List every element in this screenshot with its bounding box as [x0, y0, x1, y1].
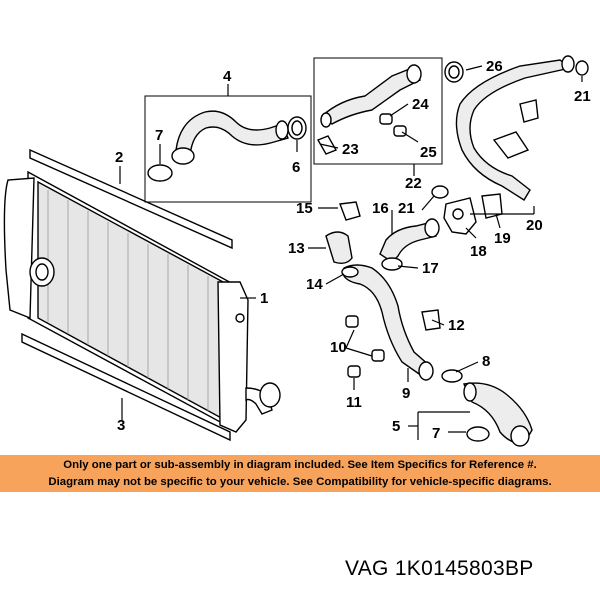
sensor-15	[339, 201, 361, 221]
callout-9: 9	[402, 385, 410, 402]
hose-kit-box-22	[313, 57, 443, 165]
leader-lines	[119, 65, 583, 440]
hose-20	[455, 55, 575, 201]
clamp-7-upper	[147, 164, 173, 182]
callout-3: 3	[117, 417, 125, 434]
callout-26: 26	[486, 58, 503, 75]
callout-10: 10	[330, 339, 347, 356]
grommet-10b	[371, 349, 385, 362]
callout-14: 14	[306, 276, 323, 293]
callout-20: 20	[526, 217, 543, 234]
callout-6: 6	[292, 159, 300, 176]
callout-17: 17	[422, 260, 439, 277]
pipe-4	[171, 110, 289, 165]
callout-7-lower: 7	[432, 425, 440, 442]
intercooler	[3, 170, 281, 433]
pipe-9	[343, 264, 434, 381]
grommet-24	[379, 113, 393, 125]
bracket-20a	[519, 99, 539, 123]
callout-16: 16	[372, 200, 389, 217]
callout-13: 13	[288, 240, 305, 257]
callout-21-top: 21	[574, 88, 591, 105]
hose-13	[325, 231, 353, 265]
sensor-12	[421, 309, 441, 331]
callout-19: 19	[494, 230, 511, 247]
grommet-10	[345, 315, 359, 328]
clamp-17	[381, 257, 403, 271]
grommet-11	[347, 365, 361, 378]
seal-strip-lower	[21, 332, 231, 442]
o-ring-21-top	[575, 60, 589, 76]
callout-numbers: 1 2 3 4 5 6 7 7 8 9 10 11 12 13 14 15 16…	[115, 58, 591, 442]
callout-25: 25	[420, 144, 437, 161]
pipe-16	[379, 218, 440, 263]
o-ring-21-mid	[431, 185, 449, 199]
callout-5: 5	[392, 418, 400, 435]
callout-4: 4	[223, 68, 232, 85]
callout-24: 24	[412, 96, 429, 113]
hose-5	[462, 382, 533, 447]
grommet-25	[393, 125, 407, 137]
disclaimer-line-2: Diagram may not be specific to your vehi…	[48, 475, 552, 488]
disclaimer-line-1: Only one part or sub-assembly in diagram…	[63, 458, 537, 471]
disclaimer-banner: Only one part or sub-assembly in diagram…	[0, 455, 600, 492]
callout-1: 1	[260, 290, 268, 307]
part-number: VAG 1K0145803BP	[345, 557, 534, 580]
callout-8: 8	[482, 353, 490, 370]
bracket-20b	[492, 131, 530, 159]
seal-strip-upper	[29, 148, 233, 250]
hose-kit-box-4	[144, 95, 312, 203]
callout-7-upper: 7	[155, 127, 163, 144]
callout-21-mid: 21	[398, 200, 415, 217]
callout-2: 2	[115, 149, 123, 166]
clamp-7-lower	[466, 426, 490, 442]
callout-22: 22	[405, 175, 422, 192]
callout-18: 18	[470, 243, 487, 260]
callout-12: 12	[448, 317, 465, 334]
callout-23: 23	[342, 141, 359, 158]
clamp-14	[341, 266, 359, 278]
clamp-8	[441, 369, 463, 383]
callout-11: 11	[346, 394, 362, 411]
callout-15: 15	[296, 200, 313, 217]
pipe-22	[320, 64, 422, 128]
